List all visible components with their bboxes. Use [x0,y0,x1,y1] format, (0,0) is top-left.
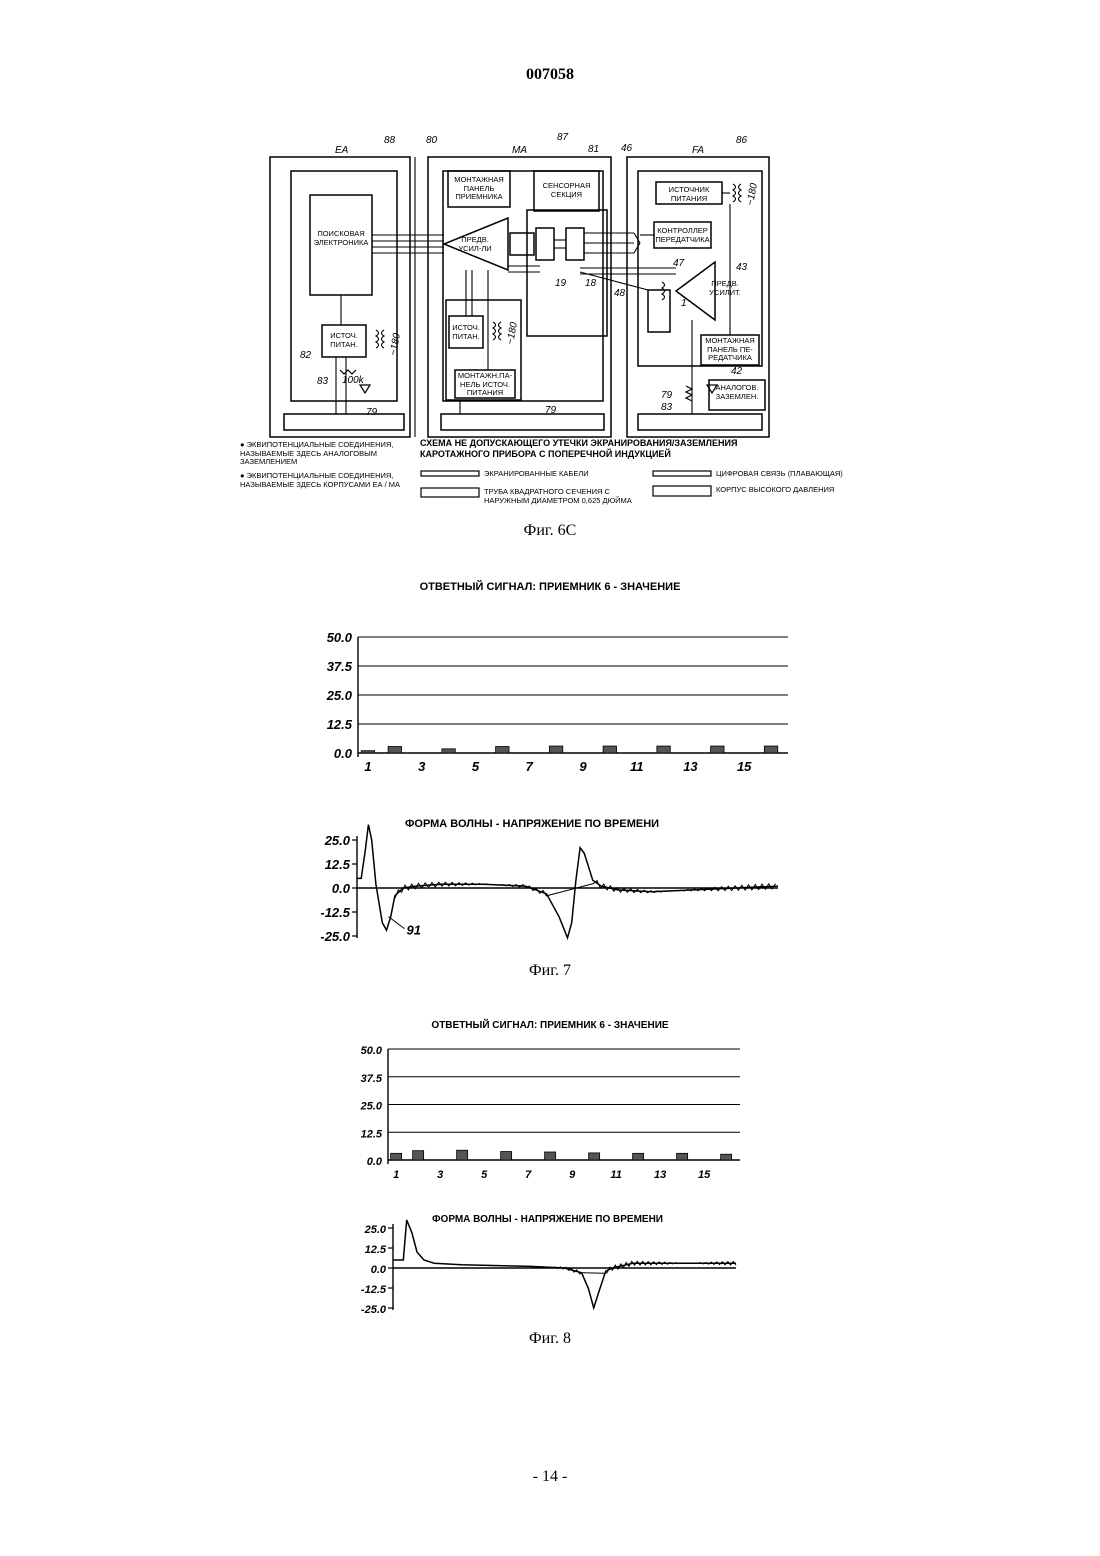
bar [388,747,401,753]
fig7-caption: Фиг. 7 [0,962,1100,980]
y-tick-label: 25.0 [324,833,351,848]
bar [633,1153,644,1160]
x-tick-label: 11 [630,759,644,774]
x-tick-label: 1 [393,1169,399,1181]
x-tick-label: 13 [654,1169,666,1181]
legend-digital: ЦИФРОВАЯ СВЯЗЬ (ПЛАВАЮЩАЯ) [716,470,866,479]
y-tick-label: -12.5 [320,905,350,920]
bar [413,1151,424,1160]
y-tick-label: 25.0 [364,1224,387,1236]
y-tick-label: 12.5 [365,1244,387,1256]
bar [501,1152,512,1160]
y-tick-label: 50.0 [361,1045,383,1057]
page-number: - 14 - [0,1468,1100,1486]
fig8-bar-chart: ОТВЕТНЫЙ СИГНАЛ: ПРИЕМНИК 6 - ЗНАЧЕНИЕ 0.… [0,1010,1100,1190]
fig8-caption: Фиг. 8 [0,1330,1100,1348]
y-tick-label: 37.5 [327,659,353,674]
chart-title: ОТВЕТНЫЙ СИГНАЛ: ПРИЕМНИК 6 - ЗНАЧЕНИЕ [431,1018,668,1031]
x-tick-label: 1 [364,759,371,774]
y-tick-label: -25.0 [361,1304,387,1316]
y-tick-label: -25.0 [320,929,350,944]
bar [677,1153,688,1160]
x-tick-label: 7 [526,759,534,774]
ref-91-leader [388,917,404,929]
y-tick-label: 0.0 [334,746,353,761]
y-tick-label: 12.5 [361,1128,383,1140]
y-tick-label: -12.5 [361,1284,387,1296]
bar [361,751,374,753]
y-tick-label: 37.5 [361,1073,383,1085]
waveform-line [393,1220,736,1308]
x-tick-label: 9 [569,1169,576,1181]
bar [442,749,455,753]
bar [545,1152,556,1160]
y-tick-label: 50.0 [327,630,353,645]
bar [496,747,509,753]
x-tick-label: 3 [418,759,426,774]
x-tick-label: 13 [683,759,698,774]
waveform-line [357,825,778,938]
x-tick-label: 3 [437,1169,443,1181]
x-tick-label: 5 [481,1169,488,1181]
x-tick-label: 11 [610,1169,621,1181]
fig7-bar-chart: ОТВЕТНЫЙ СИГНАЛ: ПРИЕМНИК 6 - ЗНАЧЕНИЕ 0.… [0,570,1100,780]
chart-title: ОТВЕТНЫЙ СИГНАЛ: ПРИЕМНИК 6 - ЗНАЧЕНИЕ [420,580,681,593]
x-tick-label: 5 [472,759,480,774]
y-tick-label: 25.0 [326,688,353,703]
legend-tube: ТРУБА КВАДРАТНОГО СЕЧЕНИЯ С НАРУЖНЫМ ДИА… [484,488,644,505]
chart-title: ФОРМА ВОЛНЫ - НАПРЯЖЕНИЕ ПО ВРЕМЕНИ [432,1214,663,1225]
bar [721,1154,732,1160]
bar [391,1153,402,1160]
bar [711,746,724,753]
fig8-wave-chart: ФОРМА ВОЛНЫ - НАПРЯЖЕНИЕ ПО ВРЕМЕНИ -25.0… [0,1200,1100,1325]
y-tick-label: 0.0 [371,1264,387,1276]
legend-shielded: ЭКРАНИРОВАННЫЕ КАБЕЛИ [484,470,644,479]
bar [657,746,670,753]
bar [549,746,562,753]
fig7-wave-chart: ФОРМА ВОЛНЫ - НАПРЯЖЕНИЕ ПО ВРЕМЕНИ -25.0… [0,800,1100,960]
x-tick-label: 9 [579,759,587,774]
y-tick-label: 0.0 [367,1156,383,1168]
x-tick-label: 15 [737,759,752,774]
legend-housing: КОРПУС ВЫСОКОГО ДАВЛЕНИЯ [716,486,866,495]
bar [589,1153,600,1160]
ref-91: 91 [406,923,420,938]
y-tick-label: 12.5 [325,857,351,872]
bar [603,746,616,753]
y-tick-label: 12.5 [327,717,353,732]
fig6c-caption: Фиг. 6С [0,522,1100,540]
y-tick-label: 25.0 [360,1101,383,1113]
y-tick-label: 0.0 [332,881,351,896]
x-tick-label: 7 [525,1169,532,1181]
bar [457,1150,468,1160]
x-tick-label: 15 [698,1169,711,1181]
bar [764,746,777,753]
legend-swatches [0,0,1100,540]
chart-title: ФОРМА ВОЛНЫ - НАПРЯЖЕНИЕ ПО ВРЕМЕНИ [405,818,659,830]
